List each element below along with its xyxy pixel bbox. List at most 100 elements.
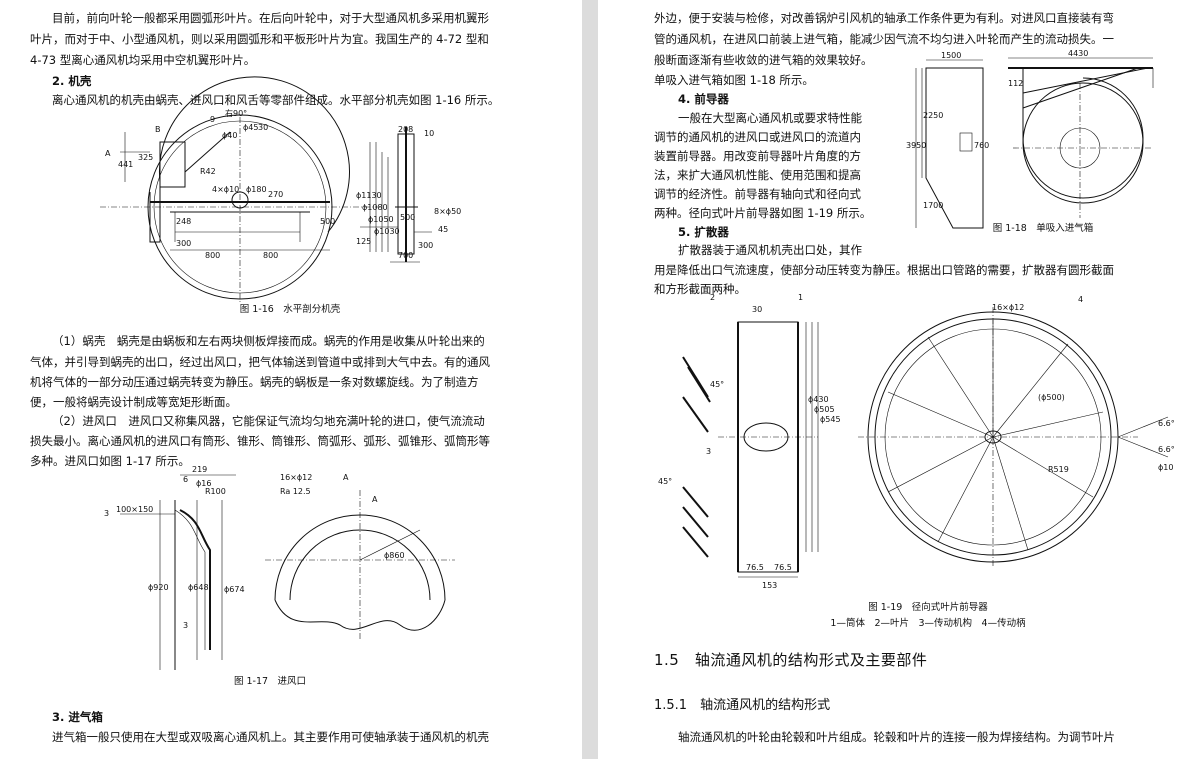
fig16-label-16: 800 <box>205 251 220 260</box>
box-cont-line-2: 管的通风机，在进风口前装上进气箱，能减少因气流不均匀进入叶轮而产生的流动损失。一 <box>654 32 1114 46</box>
box-cont-line-1: 外边，便于安装与检修，对改善锅炉引风机的轴承工作条件更为有利。对进风口直接装有弯 <box>654 11 1114 25</box>
fig17-label-8: ϕ674 <box>224 585 245 594</box>
fig19-blade-detail-bottom <box>682 486 709 558</box>
diffuser-line-1: 扩散器装于通风机机壳出口处，其作 <box>678 243 862 257</box>
fig18-label-4: 2250 <box>923 111 943 120</box>
fig18-front-view <box>1008 57 1154 218</box>
fig17-label-13: A <box>372 495 378 504</box>
fig19-label-11: 153 <box>762 581 777 590</box>
axial-line: 轴流通风机的叶轮由轮毂和叶片组成。轮毂和叶片的连接一般为焊接结构。为调节叶片 <box>678 730 1115 744</box>
fig19-label-14: (ϕ500) <box>1038 393 1065 402</box>
fig17-label-0: 219 <box>192 465 207 474</box>
intro-line-2: 叶片，而对于中、小型通风机，则以采用圆弧形和平板形叶片为宜。我国生产的 4-72… <box>30 32 489 46</box>
fig19-legend: 1—筒体 2—叶片 3—传动机构 4—传动柄 <box>830 618 1026 629</box>
fig16-label-14: 500 <box>320 217 335 226</box>
figure-1-16: 右90° 9 B ϕ40 ϕ45 30 A 441 325 R42 4×ϕ10 … <box>100 76 461 302</box>
heading-casing: 2. 机壳 <box>52 74 92 88</box>
fig16-label-10: 4×ϕ10 <box>212 185 239 194</box>
fig17-label-6: ϕ920 <box>148 583 169 592</box>
fig16-label-13: 248 <box>176 217 191 226</box>
section-title: 1.5 轴流通风机的结构形式及主要部件 <box>654 651 928 669</box>
fig17-label-2: ϕ16 <box>196 479 211 488</box>
fig19-side-view <box>718 321 819 578</box>
figure-1-19: 2 30 1 45° ϕ430 ϕ505 ϕ545 3 45° 76.5 76.… <box>658 293 1175 590</box>
fig19-label-8: 45° <box>658 477 672 486</box>
fig16-label-3: ϕ40 <box>222 131 237 140</box>
fig19-label-9: 76.5 <box>746 563 764 572</box>
fig16-label-11: ϕ180 <box>246 185 267 194</box>
figure-1-18: 1500 4430 112 3950 2250 1700 760 <box>906 49 1154 229</box>
fig16-label-0: 右90° <box>225 108 247 118</box>
fig16-label-22: ϕ1050 <box>368 215 394 224</box>
diffuser-line-2: 用是降低出口气流速度，使部分动压转变为静压。根据出口管路的需要，扩散器有圆形截面 <box>654 263 1114 277</box>
volute-line-2: 气体，并引导到蜗壳的出口，经过出风口，把气体输送到管道中或排到大气中去。有的通风 <box>30 355 490 369</box>
fig16-label-12: 270 <box>268 190 283 199</box>
fig19-label-0: 2 <box>710 293 715 302</box>
fig19-blade-detail-top <box>682 356 711 433</box>
fig16-label-26: 8×ϕ50 <box>434 207 461 216</box>
fig16-label-2: B <box>155 125 161 134</box>
box-cont-line-4: 单吸入进气箱如图 1-18 所示。 <box>654 73 814 87</box>
fig19-front-view <box>858 307 1169 567</box>
fig19-label-2: 1 <box>798 293 803 302</box>
fig16-label-7: 441 <box>118 160 133 169</box>
volute-line-1: （1）蜗壳 蜗壳是由蜗板和左右两块侧板焊接而成。蜗壳的作用是收集从叶轮出来的 <box>52 334 485 348</box>
fig16-label-17: 800 <box>263 251 278 260</box>
fig16-label-8: 325 <box>138 153 153 162</box>
volute-line-4: 便，一般将蜗壳设计制成等宽矩形断面。 <box>30 395 237 409</box>
casing-line: 离心通风机的机壳由蜗壳、进风口和风舌等零部件组成。水平部分机壳如图 1-16 所… <box>52 93 500 107</box>
fig17-label-7: ϕ648 <box>188 583 209 592</box>
fig16-label-19: 10 <box>424 129 434 138</box>
heading-guide: 4. 前导器 <box>678 92 729 106</box>
fig16-label-29: 700 <box>398 251 413 260</box>
fig19-label-7: 3 <box>706 447 711 456</box>
fig18-label-3: 3950 <box>906 141 926 150</box>
diffuser-line-3: 和方形截面两种。 <box>654 282 746 296</box>
guide-line-6: 两种。径向式叶片前导器如图 1-19 所示。 <box>654 206 872 220</box>
fig17-label-12: Ra 12.5 <box>280 487 311 496</box>
guide-line-2: 调节的通风机的进风口或进风口的流道内 <box>654 130 861 144</box>
fig17-label-10: 16×ϕ12 <box>280 473 312 482</box>
fig19-label-12: 16×ϕ12 <box>992 303 1024 312</box>
heading-diffuser: 5. 扩散器 <box>678 225 729 239</box>
inlet-line-1: （2）进风口 进风口又称集风器，它能保证气流均匀地充满叶轮的进口，使气流流动 <box>52 414 485 428</box>
fig18-label-0: 1500 <box>941 51 961 60</box>
fig16-label-23: ϕ1030 <box>374 227 400 236</box>
fig19-label-18: ϕ10 <box>1158 463 1173 472</box>
fig16-label-5: 30 <box>258 123 268 132</box>
fig16-label-20: ϕ1130 <box>356 191 382 200</box>
figure-1-17: 219 6 ϕ16 R100 3 100×150 ϕ920 ϕ648 ϕ674 … <box>104 465 455 670</box>
fig17-front-view <box>265 490 455 640</box>
fig17-caption: 图 1-17 进风口 <box>233 676 307 687</box>
fig18-label-1: 4430 <box>1068 49 1088 58</box>
fig19-label-3: 45° <box>710 380 724 389</box>
fig19-label-4: ϕ430 <box>808 395 829 404</box>
guide-line-1: 一般在大型离心通风机或要求特性能 <box>678 111 862 125</box>
fig18-label-5: 1700 <box>923 201 943 210</box>
fig17-label-1: 6 <box>183 475 188 484</box>
inlet-line-3: 多种。进风口如图 1-17 所示。 <box>30 454 190 468</box>
fig16-caption: 图 1-16 水平剖分机壳 <box>239 304 341 315</box>
fig17-section-view <box>120 474 236 670</box>
fig16-label-24: 125 <box>356 237 371 246</box>
fig18-side-view <box>915 59 984 229</box>
fig16-label-25: 500 <box>400 213 415 222</box>
fig16-label-4: ϕ45 <box>243 123 258 132</box>
fig19-label-1: 30 <box>752 305 762 314</box>
box-line: 进气箱一般只使用在大型或双吸离心通风机上。其主要作用可使轴承装于通风机的机壳 <box>52 730 489 744</box>
fig16-label-27: 45 <box>438 225 448 234</box>
fig16-label-21: ϕ1080 <box>362 203 388 212</box>
fig17-label-5: 100×150 <box>116 505 153 514</box>
fig18-caption: 图 1-18 单吸入进气箱 <box>992 223 1094 234</box>
inlet-line-2: 损失最小。离心通风机的进风口有筒形、锥形、筒锥形、筒弧形、弧形、弧锥形、弧筒形等 <box>30 434 490 448</box>
fig17-label-14: ϕ860 <box>384 551 405 560</box>
intro-line-3: 4-73 型离心通风机均采用中空机翼形叶片。 <box>30 53 256 67</box>
fig16-side-view <box>100 76 380 302</box>
fig17-label-9: 3 <box>183 621 188 630</box>
intro-line-1: 目前，前向叶轮一般都采用圆弧形叶片。在后向叶轮中，对于大型通风机多采用机翼形 <box>52 11 489 25</box>
fig17-label-4: 3 <box>104 509 109 518</box>
fig16-label-9: R42 <box>200 167 216 176</box>
fig16-label-1: 9 <box>210 115 215 124</box>
subsection-title: 1.5.1 轴流通风机的结构形式 <box>654 698 831 713</box>
fig18-label-2: 112 <box>1008 79 1023 88</box>
